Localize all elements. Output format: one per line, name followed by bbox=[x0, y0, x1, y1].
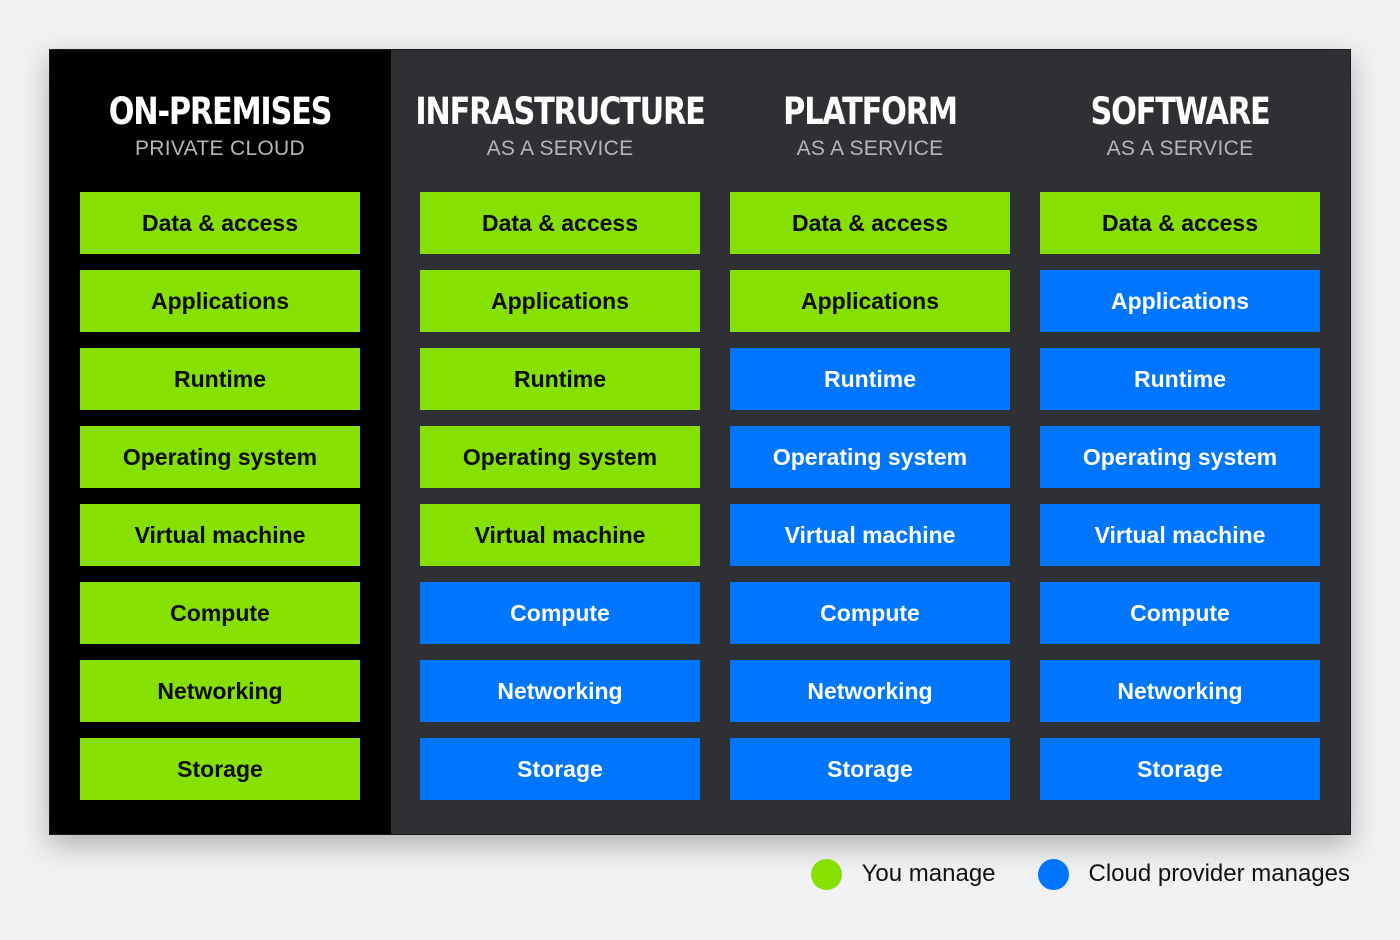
tile-storage: Storage bbox=[80, 738, 360, 800]
tile-compute: Compute bbox=[80, 582, 360, 644]
tile-storage: Storage bbox=[730, 738, 1010, 800]
tile-virtual-machine: Virtual machine bbox=[730, 504, 1010, 566]
tile-compute: Compute bbox=[1040, 582, 1320, 644]
column-title: INFRASTRUCTURE bbox=[415, 90, 705, 133]
tile-applications: Applications bbox=[80, 270, 360, 332]
tile-virtual-machine: Virtual machine bbox=[1040, 504, 1320, 566]
legend-label-cloud-manages: Cloud provider manages bbox=[1088, 860, 1350, 887]
tile-virtual-machine: Virtual machine bbox=[80, 504, 360, 566]
column-subtitle: PRIVATE CLOUD bbox=[135, 137, 305, 160]
tile-applications: Applications bbox=[420, 270, 700, 332]
tile-data-access: Data & access bbox=[1040, 192, 1320, 254]
tile-storage: Storage bbox=[420, 738, 700, 800]
tile-data-access: Data & access bbox=[80, 192, 360, 254]
column-subtitle: AS A SERVICE bbox=[1106, 137, 1254, 160]
tile-operating-system: Operating system bbox=[80, 426, 360, 488]
column-title: ON-PREMISES bbox=[108, 90, 333, 133]
tile-operating-system: Operating system bbox=[420, 426, 700, 488]
tile-applications: Applications bbox=[730, 270, 1010, 332]
tile-runtime: Runtime bbox=[420, 348, 700, 410]
legend-item-cloud-manages: Cloud provider manages bbox=[1037, 858, 1350, 890]
tile-operating-system: Operating system bbox=[1040, 426, 1320, 488]
column-subtitle: AS A SERVICE bbox=[796, 137, 944, 160]
tile-runtime: Runtime bbox=[730, 348, 1010, 410]
tile-networking: Networking bbox=[420, 660, 700, 722]
legend: You manage Cloud provider manages bbox=[810, 856, 1350, 892]
tile-operating-system: Operating system bbox=[730, 426, 1010, 488]
tile-compute: Compute bbox=[420, 582, 700, 644]
column-title: PLATFORM bbox=[783, 90, 958, 133]
tile-networking: Networking bbox=[1040, 660, 1320, 722]
tile-storage: Storage bbox=[1040, 738, 1320, 800]
green-dot-icon bbox=[810, 858, 842, 890]
tile-runtime: Runtime bbox=[1040, 348, 1320, 410]
blue-dot-icon bbox=[1037, 858, 1069, 890]
tile-runtime: Runtime bbox=[80, 348, 360, 410]
legend-item-you-manage: You manage bbox=[810, 858, 996, 890]
tile-applications: Applications bbox=[1040, 270, 1320, 332]
tile-data-access: Data & access bbox=[730, 192, 1010, 254]
tile-networking: Networking bbox=[80, 660, 360, 722]
column-title: SOFTWARE bbox=[1090, 90, 1271, 133]
column-subtitle: AS A SERVICE bbox=[486, 137, 634, 160]
comparison-panel: ON-PREMISES PRIVATE CLOUD Data & access … bbox=[49, 49, 1351, 835]
tile-virtual-machine: Virtual machine bbox=[420, 504, 700, 566]
tile-compute: Compute bbox=[730, 582, 1010, 644]
legend-label-you-manage: You manage bbox=[861, 860, 996, 887]
tile-data-access: Data & access bbox=[420, 192, 700, 254]
tile-networking: Networking bbox=[730, 660, 1010, 722]
